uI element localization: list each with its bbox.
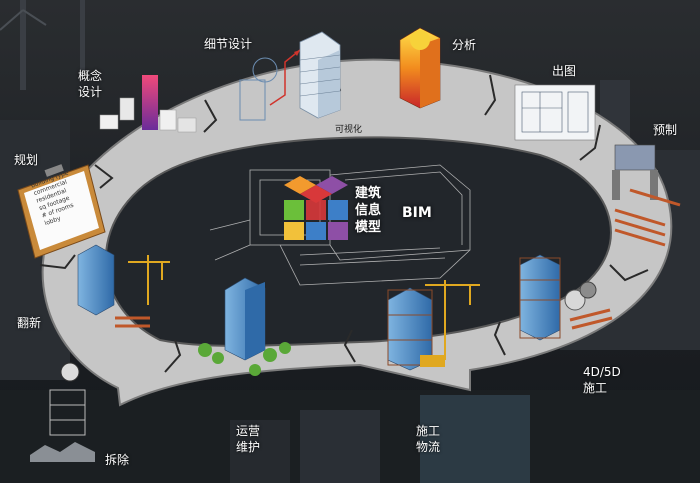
drawings-icon (514, 84, 596, 141)
construction-4d5d-icon (519, 254, 613, 341)
center-title-line: 信息 (355, 203, 382, 218)
stage-label-line: 设计 (78, 85, 103, 99)
detail-design-icon (239, 31, 341, 121)
stage-label-line: 物流 (416, 440, 441, 454)
renovation-icon (77, 244, 170, 328)
stage-label-line: 维护 (236, 440, 261, 454)
bim-wireframe-building (209, 164, 471, 286)
stage-label-drawings: 出图 (552, 64, 577, 78)
bim-acronym: BIM (402, 205, 432, 221)
bim-logo-icon (284, 176, 348, 240)
construction-logistics-icon (387, 280, 480, 371)
concept-design-icon (99, 75, 197, 133)
center-title-line: 建筑 (355, 186, 382, 201)
stage-label-line: 运营 (236, 424, 261, 438)
stage-label-concept-design: 概念 设计 (78, 68, 102, 100)
stage-label-4d5d-construction: 4D/5D 施工 (583, 364, 621, 396)
stage-label-renovation: 翻新 (17, 316, 42, 330)
stage-label-detail-design: 细节设计 (204, 37, 253, 51)
ring-annotation-visualization: 可视化 (335, 125, 363, 135)
stage-label-line: 4D/5D (583, 365, 621, 379)
stage-label-analysis: 分析 (452, 38, 477, 52)
stage-label-planning: 规划 (14, 153, 39, 167)
stage-label-demolition: 拆除 (105, 453, 130, 467)
stage-label-prefab: 预制 (653, 123, 678, 137)
stage-label-line: 施工 (583, 381, 608, 395)
stage-label-operation-maintenance: 运营 维护 (236, 423, 260, 455)
stage-label-construction-logistics: 施工 物流 (416, 423, 440, 455)
center-title-line: 模型 (355, 220, 382, 235)
planning-clipboard-icon (17, 164, 106, 259)
analysis-icon (399, 27, 441, 109)
center-title: 建筑 信息 模型 (355, 185, 381, 236)
prefab-machine-icon (612, 144, 681, 247)
demolition-icon (30, 362, 95, 462)
stage-label-line: 概念 (78, 69, 103, 83)
operation-maintenance-icon (198, 277, 291, 376)
stage-label-line: 施工 (416, 424, 441, 438)
